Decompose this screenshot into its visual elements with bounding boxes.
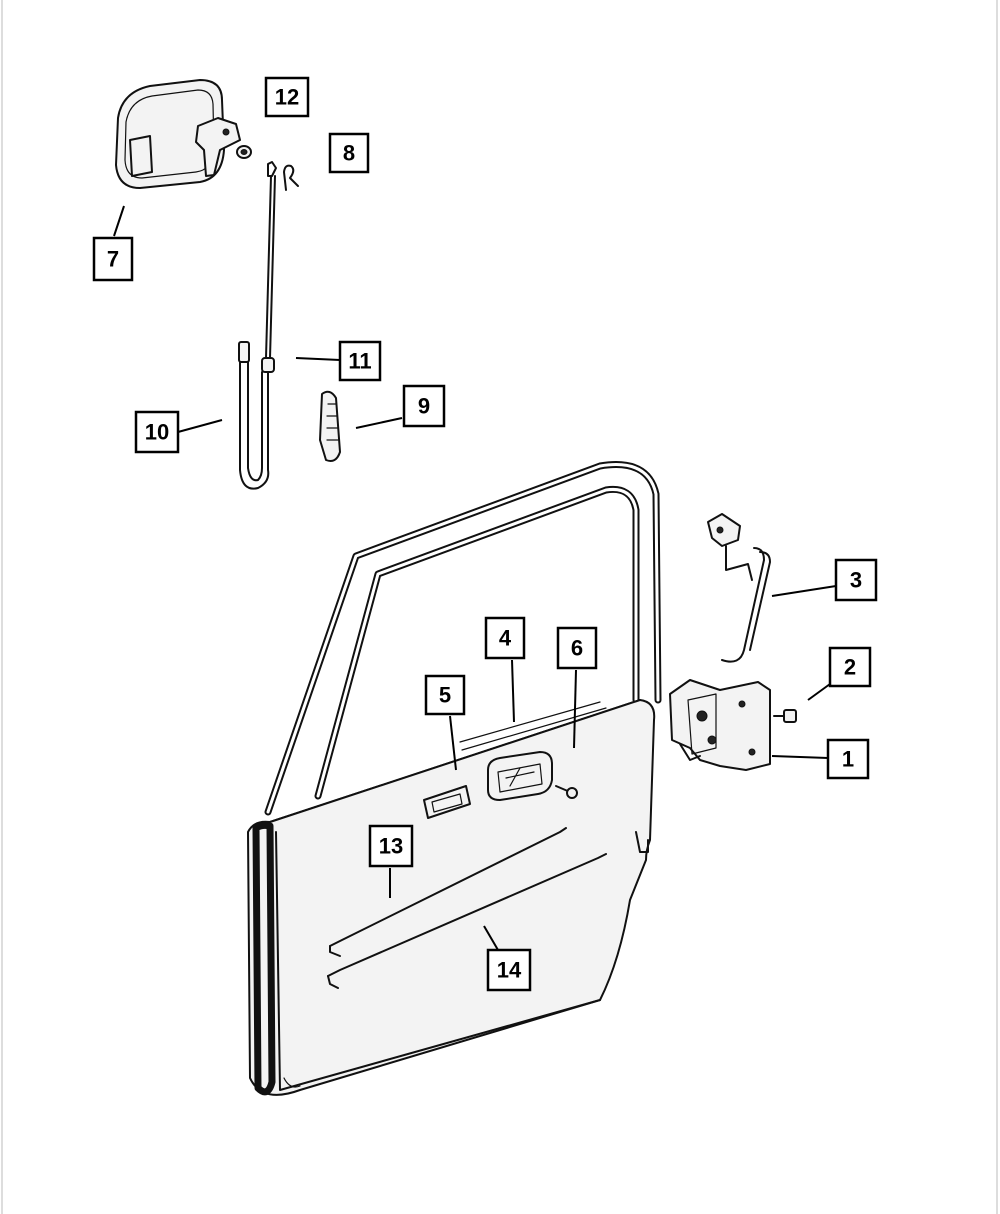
leader-9 [355,417,403,429]
callout-6-label: 6 [571,636,583,661]
inside-handle [487,751,578,801]
callout-12[interactable]: 12 [264,76,310,118]
callout-1-label: 1 [842,747,854,772]
retaining-clip [283,164,299,191]
callout-11-label: 11 [348,349,371,374]
callout-3[interactable]: 3 [834,558,878,602]
callout-1[interactable]: 1 [826,738,870,780]
callout-2-label: 2 [844,655,856,680]
callout-2[interactable]: 2 [828,646,872,688]
callout-8-label: 8 [343,141,355,166]
callout-5[interactable]: 5 [424,674,466,716]
callout-10[interactable]: 10 [134,410,180,454]
callout-12-label: 12 [275,85,299,110]
callout-9-label: 9 [418,394,430,419]
callout-9[interactable]: 9 [402,384,446,428]
lock-bezel [423,785,471,819]
callout-8[interactable]: 8 [328,132,370,174]
leader-6 [573,669,577,749]
lock-rods [327,827,607,989]
door-shell [247,461,662,1096]
door-latch [669,679,797,771]
callout-4-label: 4 [499,626,512,651]
callout-14-label: 14 [497,958,522,983]
callout-7-label: 7 [107,247,119,272]
callout-3-label: 3 [850,568,862,593]
leader-10 [177,419,223,433]
leader-2 [807,683,831,701]
callout-10-label: 10 [145,420,169,445]
callout-13[interactable]: 13 [368,824,414,868]
leader-1 [771,755,829,759]
callout-11[interactable]: 11 [338,340,382,382]
leader-7 [113,205,125,237]
callout-6[interactable]: 6 [556,626,598,670]
rod-sleeve [238,341,270,490]
callout-13-label: 13 [379,834,403,859]
latch-rod-assembly [707,513,771,663]
leader-5 [449,715,457,771]
leader-lines [113,205,837,951]
callout-5-label: 5 [439,683,451,708]
leader-3 [771,585,837,597]
handle-link-rod [261,161,277,373]
callout-4[interactable]: 4 [484,616,526,660]
leader-4 [511,659,515,723]
leader-11 [295,357,341,361]
handle-pad [319,390,341,462]
callout-14[interactable]: 14 [486,948,532,992]
leader-14 [483,925,499,951]
callout-7[interactable]: 7 [92,236,134,282]
outside-door-handle [115,79,252,189]
